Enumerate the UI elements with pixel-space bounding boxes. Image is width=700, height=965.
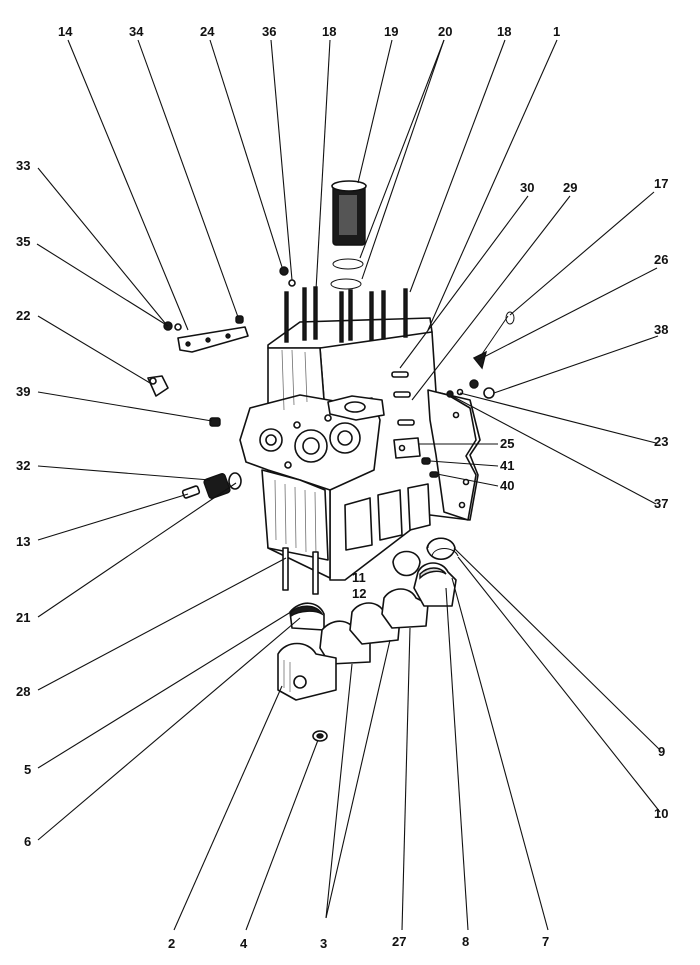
callout-23: 23: [654, 434, 668, 449]
liner-o-ring-upper: [332, 258, 364, 270]
callout-25: 25: [500, 436, 514, 451]
callout-3: 3: [320, 936, 327, 951]
callout-37: 37: [654, 496, 668, 511]
callout-36: 36: [262, 24, 276, 39]
mounting-strip: [177, 326, 249, 353]
callout-38: 38: [654, 322, 668, 337]
callout-18-left: 18: [322, 24, 336, 39]
relief-valve-body: [203, 472, 231, 500]
callout-19: 19: [384, 24, 398, 39]
callout-8: 8: [462, 934, 469, 949]
washer-35: [174, 323, 182, 331]
callout-12: 12: [352, 586, 366, 601]
callout-32: 32: [16, 458, 30, 473]
callout-21: 21: [16, 610, 30, 625]
callout-33: 33: [16, 158, 30, 173]
main-bearing-stud-left: [282, 547, 289, 591]
relief-valve-plug: [181, 485, 201, 499]
seal-ring-10: [431, 548, 459, 557]
dowel-41: [421, 457, 431, 465]
callout-20: 20: [438, 24, 452, 39]
plug-39: [209, 417, 221, 427]
callout-9: 9: [658, 744, 665, 759]
callout-6: 6: [24, 834, 31, 849]
callout-10: 10: [654, 806, 668, 821]
cylinder-block: [239, 286, 481, 581]
dowel-40: [429, 471, 439, 478]
callout-27: 27: [392, 934, 406, 949]
callout-35: 35: [16, 234, 30, 249]
callout-labels: 14 34 24 36 18 19 20 18 1 33 30 29 17 35…: [16, 24, 668, 951]
plug-24: [279, 266, 289, 276]
liner-o-ring-lower: [330, 278, 362, 290]
plug-36: [288, 279, 296, 287]
callout-18-right: 18: [497, 24, 511, 39]
callout-30: 30: [520, 180, 534, 195]
callout-29: 29: [563, 180, 577, 195]
engine-parts: [147, 180, 515, 742]
main-bearing-caps: [277, 562, 457, 701]
relief-valve-washer: [228, 472, 242, 490]
callout-39: 39: [16, 384, 30, 399]
callout-17: 17: [654, 176, 668, 191]
callout-1: 1: [553, 24, 560, 39]
callout-4: 4: [240, 936, 248, 951]
callout-34: 34: [129, 24, 144, 39]
callout-14: 14: [58, 24, 73, 39]
callout-22: 22: [16, 308, 30, 323]
cylinder-head-studs: [284, 286, 408, 343]
callout-40: 40: [500, 478, 514, 493]
callout-13: 13: [16, 534, 30, 549]
callout-28: 28: [16, 684, 30, 699]
callout-41: 41: [500, 458, 514, 473]
thrust-washer-11: [392, 550, 421, 577]
callout-2: 2: [168, 936, 175, 951]
dipstick: [477, 315, 509, 361]
callout-11: 11: [352, 570, 366, 585]
main-bearing-stud-right: [312, 551, 319, 595]
seal-ring-9: [427, 537, 456, 549]
leader-lines: [36, 39, 661, 931]
screw-37: [446, 390, 454, 398]
callout-26: 26: [654, 252, 668, 267]
screw-26: [469, 379, 479, 389]
screw-34: [235, 315, 244, 324]
washer-38: [483, 387, 495, 399]
callout-5: 5: [24, 762, 31, 777]
callout-24: 24: [200, 24, 215, 39]
cover-plate-25: [393, 437, 421, 459]
callout-7: 7: [542, 934, 549, 949]
cylinder-liner: [331, 180, 367, 246]
